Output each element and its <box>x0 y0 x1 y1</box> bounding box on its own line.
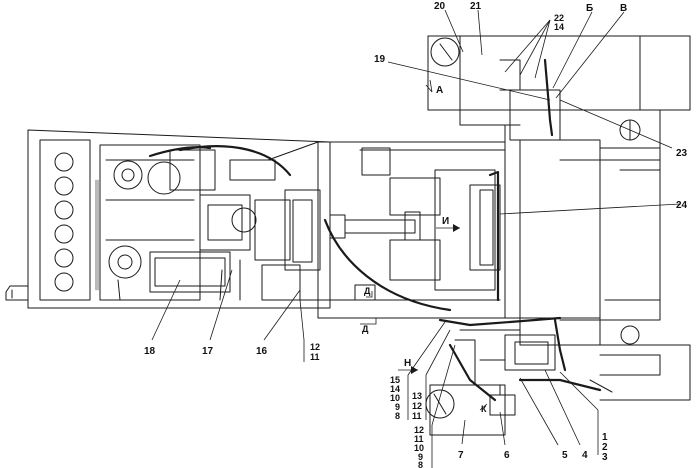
label-1: 1 <box>602 432 608 443</box>
label-bottom-8: 8 <box>418 460 423 468</box>
label-5: 5 <box>562 450 568 461</box>
cab-section <box>425 35 691 436</box>
leader-lines <box>151 9 681 468</box>
label-left-8: 8 <box>395 411 400 421</box>
label-left-14: 14 <box>390 384 400 394</box>
label-arrow-d-top: Д <box>364 286 371 296</box>
label-arrow-i: И <box>442 216 449 227</box>
label-view-v: В <box>620 3 627 14</box>
label-bottom-10: 10 <box>414 443 424 453</box>
label-view-b: Б <box>586 3 593 14</box>
label-6: 6 <box>504 450 510 461</box>
label-16: 16 <box>256 346 268 357</box>
engine-section <box>5 129 331 309</box>
label-bottom-12: 12 <box>414 425 424 435</box>
label-2: 2 <box>602 442 608 453</box>
label-arrow-d-bottom: Д <box>362 324 369 334</box>
label-17: 17 <box>202 346 214 357</box>
label-arrow-k: К <box>481 404 487 414</box>
label-top-22: 22 <box>554 13 564 23</box>
label-bottom-9: 9 <box>418 452 423 462</box>
label-view-a: А <box>436 85 443 96</box>
callout-labels: 1 2 3 4 5 6 7 12 11 10 9 8 13 12 11 15 1… <box>144 1 688 468</box>
label-7: 7 <box>458 450 464 461</box>
label-24: 24 <box>676 200 688 211</box>
label-bottom-11: 11 <box>414 434 424 444</box>
transmission-section <box>267 141 506 319</box>
label-arrow-n: Н <box>404 358 411 369</box>
label-19: 19 <box>374 54 386 65</box>
label-3: 3 <box>602 452 608 463</box>
label-top-14: 14 <box>554 22 564 32</box>
label-left-15: 15 <box>390 375 400 385</box>
label-4: 4 <box>582 450 588 461</box>
label-right-11: 11 <box>310 352 320 362</box>
label-mid-13: 13 <box>412 391 422 401</box>
label-left-10: 10 <box>390 393 400 403</box>
label-21: 21 <box>470 1 482 12</box>
label-23: 23 <box>676 148 688 159</box>
label-20: 20 <box>434 1 446 12</box>
label-mid-12: 12 <box>412 401 422 411</box>
label-left-9: 9 <box>395 402 400 412</box>
label-mid-11: 11 <box>412 411 422 421</box>
label-right-12: 12 <box>310 342 320 352</box>
label-18: 18 <box>144 346 156 357</box>
